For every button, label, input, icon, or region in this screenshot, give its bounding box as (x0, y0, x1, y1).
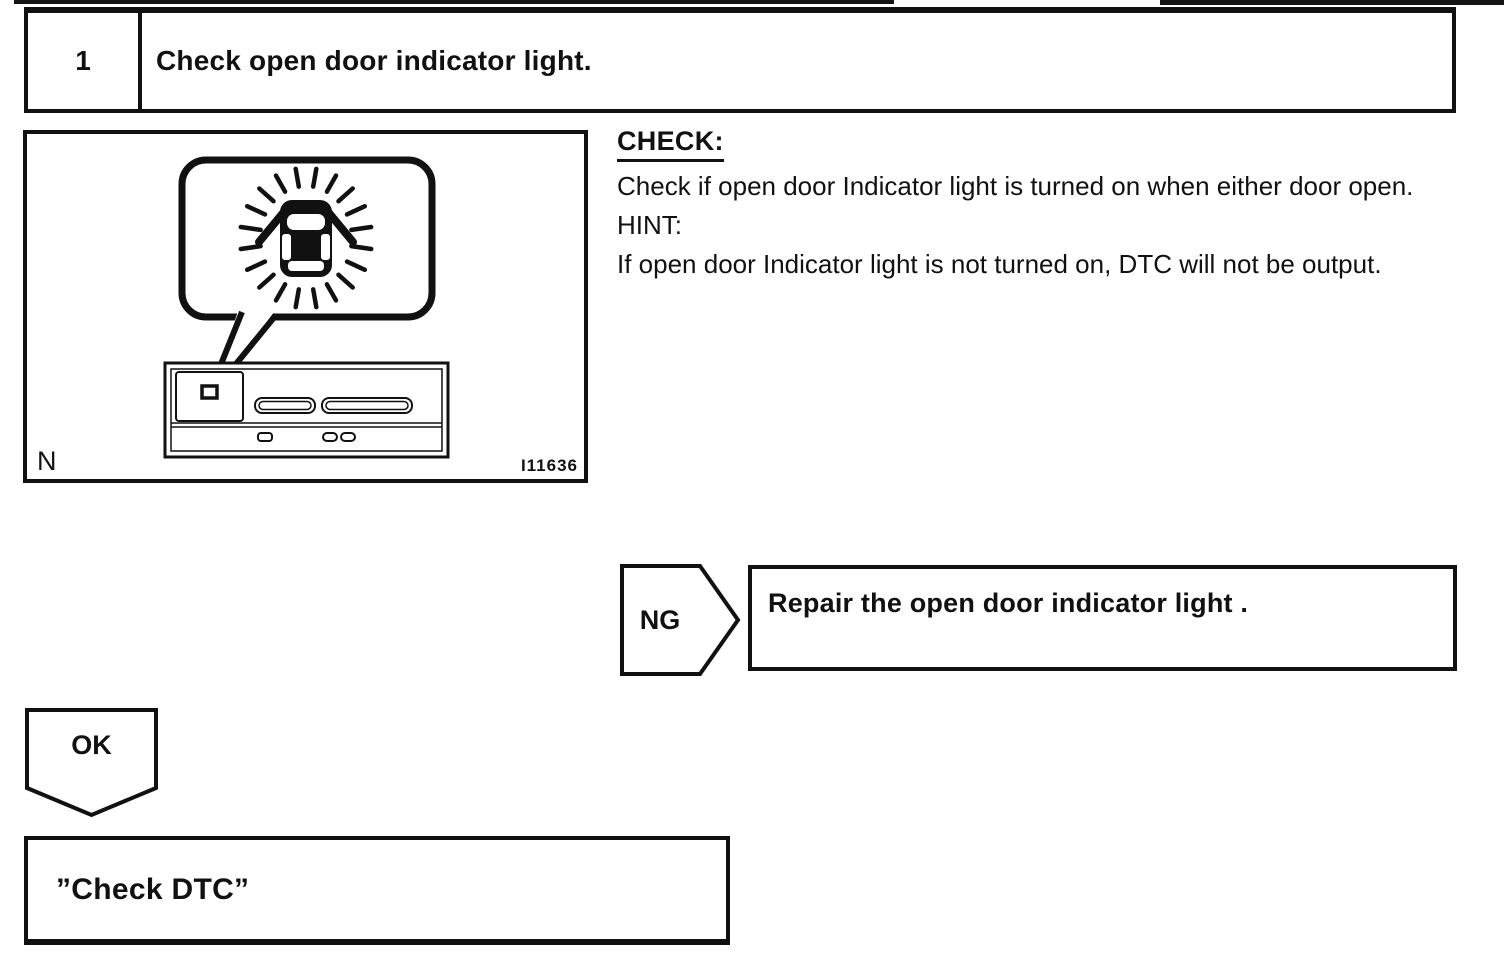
step-header: 1 Check open door indicator light. (24, 7, 1456, 113)
hint-heading: HINT: (617, 210, 682, 240)
ok-result-text: ”Check DTC” (56, 872, 250, 906)
figure-drawing (163, 156, 450, 459)
door-indicator-lamp (200, 384, 219, 400)
ok-branch-arrow: OK (25, 708, 158, 818)
ok-result-box: ”Check DTC” (24, 836, 730, 945)
ok-arrow-shape (25, 708, 158, 818)
check-heading: CHECK: (617, 126, 724, 162)
instructions-block: CHECK: Check if open door Indicator ligh… (617, 126, 1447, 284)
figure-corner-label: N (37, 446, 57, 476)
figure-code: I11636 (520, 456, 578, 475)
ng-action-text: Repair the open door indicator light . (768, 588, 1249, 618)
ng-branch-arrow: NG (620, 564, 742, 676)
check-text: Check if open door Indicator light is tu… (617, 171, 1414, 201)
flash-rays-icon (238, 166, 374, 310)
ok-label: OK (71, 730, 112, 760)
ng-arrow-shape (620, 564, 741, 676)
scan-artifact (14, 0, 894, 4)
ng-label: NG (639, 604, 681, 635)
step-title: Check open door indicator light. (156, 45, 592, 76)
step-number: 1 (28, 13, 142, 109)
open-door-warning-icon (255, 200, 357, 277)
indicator-figure: N I11636 (23, 130, 588, 483)
ng-action-box: Repair the open door indicator light . (748, 565, 1457, 671)
instrument-panel-drawing (163, 361, 450, 459)
scan-artifact (1160, 0, 1504, 5)
hint-text: If open door Indicator light is not turn… (617, 249, 1382, 279)
